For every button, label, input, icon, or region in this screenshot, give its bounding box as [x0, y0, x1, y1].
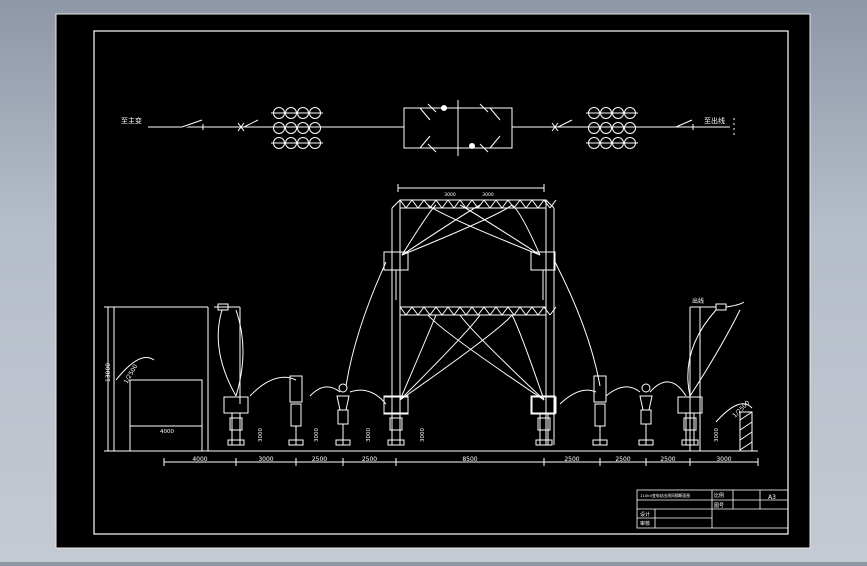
- spacing-dim-label: 2500: [564, 456, 579, 463]
- spacing-dimensions: 4000300025002500850025002500250030004000: [163, 456, 759, 466]
- drawing-sheet: [55, 13, 811, 549]
- col-label-sheet-no: 图号: [714, 503, 724, 509]
- building-inner-label: 4000: [160, 429, 174, 435]
- breaker-right: [551, 119, 573, 132]
- vertical-dim-label: 3000: [258, 428, 264, 442]
- drawing-border: [93, 30, 789, 535]
- disconnector-right: [675, 119, 694, 130]
- breaker-left: [237, 119, 259, 132]
- single-line-diagram: 至主变 至出线: [121, 100, 735, 156]
- elevation-section: 3000 3000: [104, 184, 759, 466]
- bridge-section: [403, 100, 513, 156]
- spacing-dim-label: 2500: [362, 456, 377, 463]
- vertical-dim-label: 3000: [314, 428, 320, 442]
- ct-coil: [612, 122, 624, 134]
- gantry-top-dim-1: 3000: [444, 192, 456, 198]
- vertical-dim-label: 3000: [420, 428, 426, 442]
- spacing-dim-label: 4000: [192, 456, 207, 463]
- spacing-dim-label: 2500: [660, 456, 675, 463]
- row-label-design: 设计: [640, 511, 650, 518]
- vertical-dim-label: 3000: [714, 428, 720, 442]
- row-label-review: 审核: [640, 520, 650, 527]
- outgoing-label: 出线: [692, 297, 704, 305]
- ct-coil: [273, 122, 285, 134]
- ct-coil: [624, 122, 636, 134]
- spacing-dim-label: 3000: [258, 456, 273, 463]
- ct-coil: [297, 122, 309, 134]
- spacing-dim-label: 2500: [312, 456, 327, 463]
- ct-coil: [285, 122, 297, 134]
- equipment-support: [383, 396, 409, 446]
- equipment-ct: [288, 375, 304, 446]
- col-label-scale: 比例: [714, 492, 724, 499]
- ct-coil: [309, 122, 321, 134]
- sheet-size: A3: [768, 494, 776, 501]
- building-height-dim: 13000: [105, 363, 112, 382]
- disconnector-left: [181, 119, 204, 130]
- equipment-arrester: [638, 383, 654, 446]
- control-building: [104, 303, 241, 452]
- spacing-dim-label: 2500: [615, 456, 630, 463]
- gantry-truss: [399, 199, 557, 316]
- equipment-ct: [592, 375, 608, 446]
- ct-group-left: [271, 107, 323, 149]
- gantry-fittings: [383, 251, 556, 415]
- ct-group-right: [586, 107, 638, 149]
- svg-text:3000: 3000: [482, 192, 494, 198]
- equipment-support: [223, 396, 249, 446]
- equipment-support: [531, 396, 557, 446]
- outgoing-label: 至出线: [704, 116, 725, 125]
- vertical-dimensions: 3000 3000 3000 3000 3000: [258, 428, 720, 442]
- spacing-dim-label: 3000: [716, 456, 731, 463]
- svg-text:3000: 3000: [444, 192, 456, 198]
- drawing-title: 110kV变电站出线间隔断面图: [640, 493, 690, 498]
- incoming-label: 至主变: [121, 116, 142, 125]
- equipment-arrester: [335, 383, 351, 446]
- title-block: [636, 489, 789, 529]
- equipment-row: [223, 375, 703, 446]
- ct-coil: [600, 122, 612, 134]
- gantry-top-dim-2: 3000: [482, 192, 494, 198]
- spacing-dim-label: 8500: [462, 456, 477, 463]
- conductors: [217, 204, 741, 405]
- outgoing-gantry: [689, 301, 753, 452]
- vertical-dim-label: 3000: [366, 428, 372, 442]
- main-gantry: [391, 184, 555, 445]
- ct-coil: [588, 122, 600, 134]
